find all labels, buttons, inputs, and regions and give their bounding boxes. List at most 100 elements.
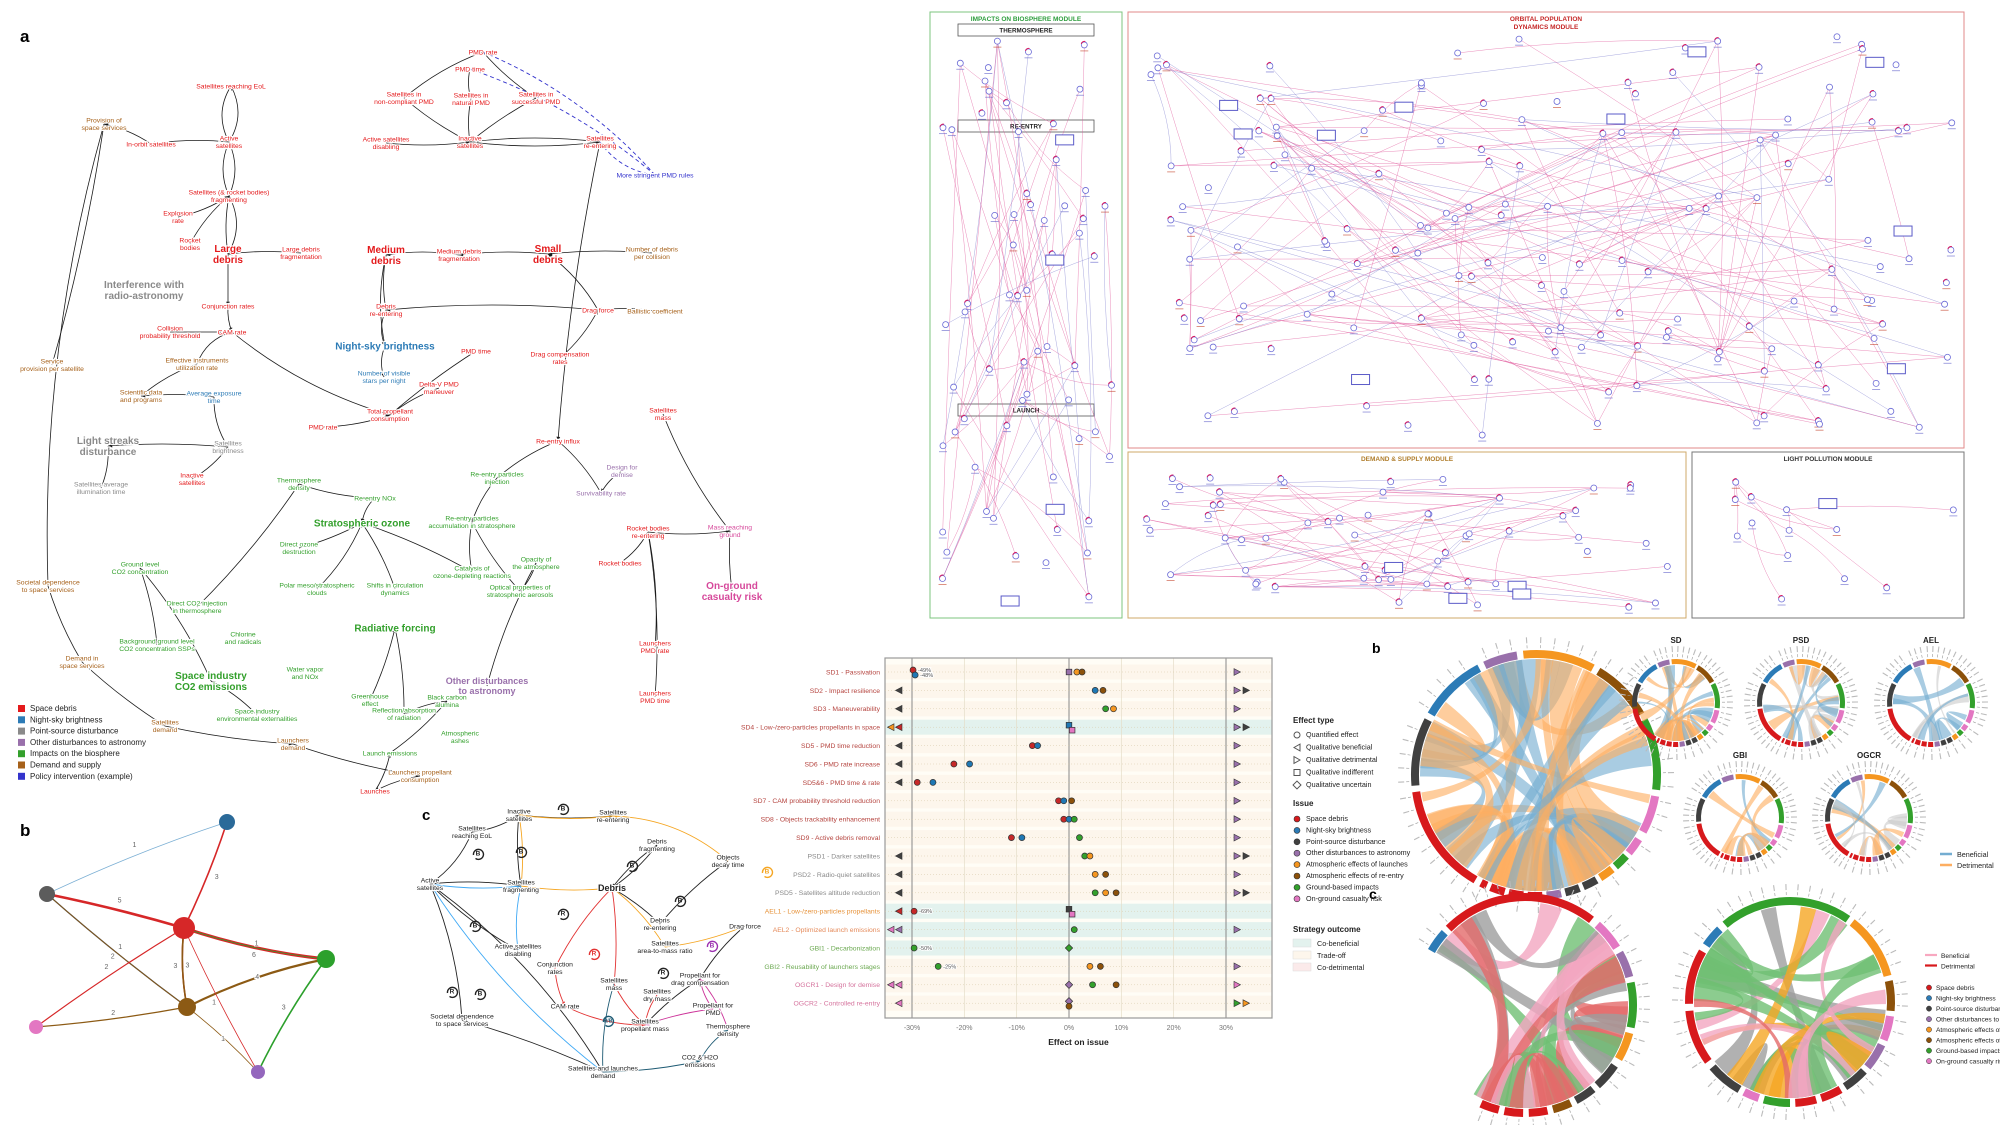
section-box: [957, 403, 1095, 417]
arrowhead: [594, 310, 598, 315]
sd-node-arc: [1267, 94, 1273, 98]
sd-node-arc: [1814, 360, 1820, 365]
sector-microlabel: [1753, 731, 1760, 736]
sector-tick: [1635, 728, 1639, 731]
x-tick-label: 10%: [1114, 1025, 1128, 1032]
sector-tick: [1874, 934, 1877, 937]
loop-badge: B: [476, 851, 481, 858]
sd-link: [1717, 41, 1723, 359]
strategy-row-label: PSD2 - Radio-quiet satellites: [793, 872, 880, 879]
sector-microlabel: [1832, 658, 1838, 664]
arrowhead: [601, 488, 605, 493]
arrowhead: [470, 139, 475, 144]
sd-link: [986, 425, 1008, 512]
sector-microlabel: [1638, 658, 1644, 665]
sector-tick: [1569, 1109, 1571, 1113]
sd-link: [1346, 228, 1598, 424]
sector-tick: [1651, 826, 1655, 829]
sd-node: [1065, 396, 1073, 404]
sector-tick: [1884, 771, 1887, 775]
loop-badge: B: [678, 898, 683, 905]
x-tick-label: -30%: [904, 1025, 920, 1032]
sector-tick: [1591, 658, 1594, 661]
chord-sector: [1696, 798, 1706, 822]
sector-tick: [1886, 953, 1889, 956]
sector-tick: [1966, 671, 1970, 675]
sector-tick: [1644, 665, 1647, 668]
sd-link: [1735, 499, 1837, 530]
sector-tick: [1442, 684, 1445, 687]
sd-link: [1271, 98, 1441, 142]
sector-microlabel: [1880, 726, 1887, 731]
qual-beneficial-marker: [894, 852, 903, 860]
sector-microlabel: [1792, 753, 1795, 760]
sector-tick: [1844, 686, 1848, 689]
sector-microlabel: [1709, 860, 1714, 867]
network-node: [178, 998, 196, 1016]
sector-tick: [1432, 932, 1436, 936]
sd-node: [1870, 334, 1878, 342]
sd-node: [1518, 116, 1526, 124]
chord-sector: [1774, 798, 1784, 824]
sd-stock: [1233, 128, 1253, 140]
sector-tick: [1546, 890, 1548, 894]
sd-node: [1417, 79, 1425, 87]
sd-link: [1521, 119, 1719, 197]
chord-sector: [1921, 741, 1927, 747]
sector-tick: [1808, 748, 1810, 752]
causal-link: [429, 883, 522, 889]
row-tint: [885, 811, 1272, 827]
section-title: LAUNCH: [1013, 408, 1040, 415]
loop-badge: R: [661, 970, 666, 977]
arrowhead: [462, 1019, 467, 1023]
panel-c-label: c: [422, 807, 430, 824]
loop-arrow-icon: [588, 948, 601, 961]
chord-ribbon: [1834, 781, 1886, 838]
chord-ribbon: [1514, 731, 1649, 891]
sd-node-arc: [1731, 495, 1737, 499]
chord-ribbon: [1893, 677, 1965, 705]
sd-node: [1262, 534, 1270, 542]
sector-microlabel: [1874, 693, 1881, 696]
sd-node-arc: [1747, 493, 1753, 497]
sd-link: [1518, 38, 1758, 198]
sd-node: [1364, 511, 1372, 519]
sd-link: [1339, 517, 1469, 583]
sector-tick: [1718, 859, 1721, 863]
legend-dot: [1926, 1016, 1932, 1022]
qual-detrimental-marker: [1233, 796, 1242, 805]
sd-node: [1733, 532, 1741, 540]
causal-link: [611, 887, 661, 925]
sector-microlabel: [1607, 658, 1612, 665]
sector-microlabel: [1900, 773, 1906, 779]
cld-node: CAM rate: [551, 1003, 580, 1010]
sector-tick: [1772, 783, 1775, 786]
sd-node: [1444, 583, 1452, 590]
sd-stock: [1687, 46, 1707, 58]
sector-tick: [1410, 809, 1415, 812]
sd-node: [1042, 559, 1050, 567]
sector-microlabel: [1683, 826, 1690, 829]
sd-node: [1255, 127, 1263, 135]
sd-node: [1204, 184, 1212, 192]
chord-sector: [1503, 1107, 1524, 1117]
arrowhead: [725, 529, 730, 534]
chord-sector: [1781, 737, 1786, 744]
sector-tick: [1566, 648, 1568, 652]
chord-ribbon: [1810, 667, 1839, 702]
sector-microlabel: [1704, 857, 1710, 864]
sector-tick: [1634, 676, 1638, 679]
chord-sector: [1696, 665, 1715, 684]
sector-microlabel: [1875, 761, 1878, 768]
sector-microlabel: [1895, 961, 1902, 965]
cld-node: Stratospheric ozone: [314, 519, 411, 530]
qual-detrimental-marker: [1233, 778, 1242, 787]
sector-microlabel: [1707, 770, 1712, 777]
sd-link: [1017, 89, 1081, 296]
strategy-row-label: SD3 - Maneuverability: [813, 706, 880, 713]
sd-node-arc: [1052, 155, 1058, 159]
causal-link: [189, 195, 230, 245]
sector-tick: [1410, 741, 1414, 743]
chord-sector: [1743, 856, 1750, 862]
